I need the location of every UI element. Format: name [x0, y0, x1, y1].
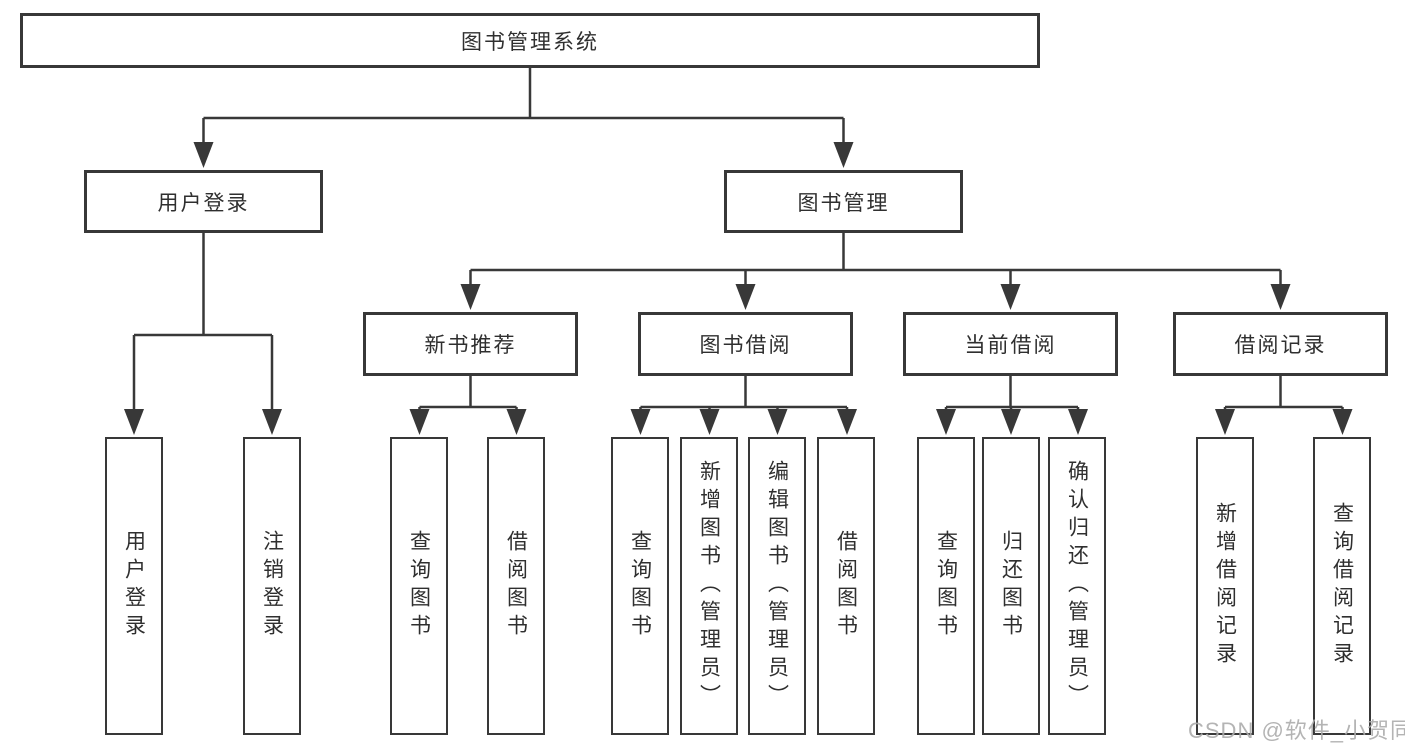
- node-label: 新书推荐: [424, 334, 517, 357]
- node-label: 图书借阅: [699, 334, 792, 357]
- leaf-query-books-current: 查询图书: [917, 437, 975, 735]
- node-new-book-recommendation: 新书推荐: [363, 312, 578, 376]
- arrowheads: [124, 142, 1353, 435]
- leaf-label: 注销登录: [260, 530, 284, 642]
- leaf-label: 新增借阅记录: [1213, 502, 1237, 670]
- leaf-query-borrow-record: 查询借阅记录: [1313, 437, 1371, 735]
- node-user-login: 用户登录: [84, 170, 323, 233]
- leaf-label: 查询图书: [934, 530, 958, 642]
- leaf-label: 查询借阅记录: [1330, 502, 1354, 670]
- node-label: 图书管理: [797, 191, 890, 215]
- leaf-label: 借阅图书: [504, 530, 528, 642]
- leaf-user-login: 用户登录: [105, 437, 163, 735]
- leaf-add-books-admin: 新增图书（管理员）: [680, 437, 738, 735]
- leaf-query-books-recommend: 查询图书: [390, 437, 448, 735]
- node-current-borrowing: 当前借阅: [903, 312, 1118, 376]
- leaf-borrow-books: 借阅图书: [817, 437, 875, 735]
- leaf-add-borrow-record: 新增借阅记录: [1196, 437, 1254, 735]
- leaf-logout: 注销登录: [243, 437, 301, 735]
- node-label: 当前借阅: [964, 334, 1057, 357]
- leaf-query-books-borrow: 查询图书: [611, 437, 669, 735]
- node-borrowing-records: 借阅记录: [1173, 312, 1388, 376]
- leaf-return-books: 归还图书: [982, 437, 1040, 735]
- leaf-label: 借阅图书: [834, 530, 858, 642]
- node-book-management: 图书管理: [724, 170, 963, 233]
- leaf-label: 用户登录: [122, 530, 146, 642]
- leaf-label: 新增图书（管理员）: [697, 460, 721, 712]
- leaf-label: 查询图书: [407, 530, 431, 642]
- node-label: 用户登录: [157, 191, 250, 215]
- node-library-management-system: 图书管理系统: [20, 13, 1040, 68]
- leaf-label: 编辑图书（管理员）: [765, 460, 789, 712]
- node-label: 借阅记录: [1234, 334, 1327, 357]
- leaf-label: 归还图书: [999, 530, 1023, 642]
- leaf-label: 查询图书: [628, 530, 652, 642]
- csdn-watermark: CSDN @软件_小贺同学: [1188, 718, 1405, 743]
- leaf-edit-books-admin: 编辑图书（管理员）: [748, 437, 806, 735]
- node-label: 图书管理系统: [461, 30, 599, 54]
- leaf-confirm-return-admin: 确认归还（管理员）: [1048, 437, 1106, 735]
- node-book-borrowing: 图书借阅: [638, 312, 853, 376]
- leaf-borrow-books-recommend: 借阅图书: [487, 437, 545, 735]
- leaf-label: 确认归还（管理员）: [1065, 460, 1089, 712]
